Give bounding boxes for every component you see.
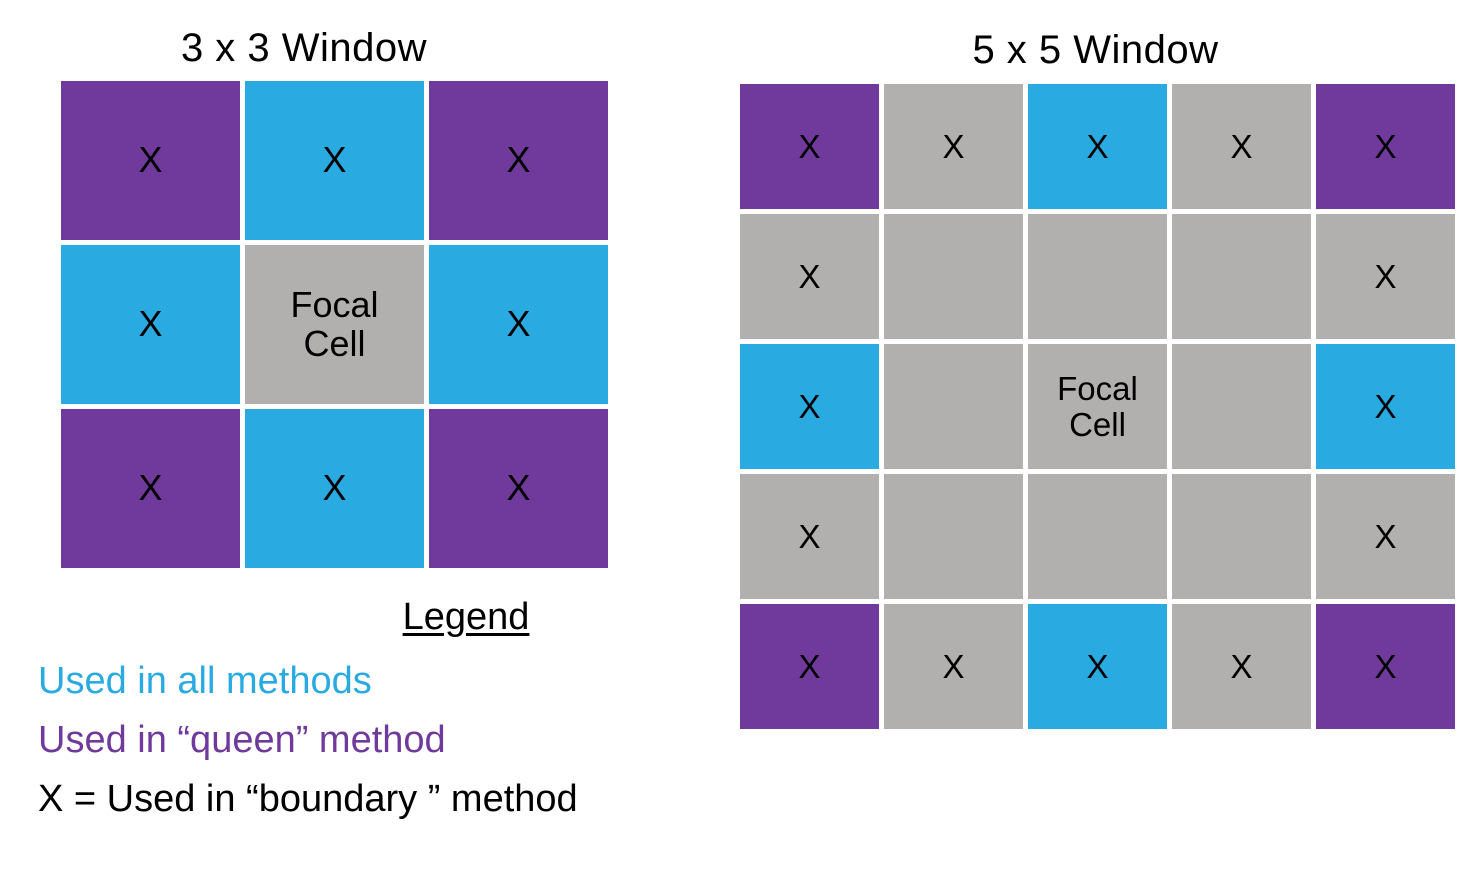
window-3x3-title: 3 x 3 Window xyxy=(180,26,428,70)
grid-cell: X xyxy=(740,214,879,339)
grid-cell: X xyxy=(1316,344,1455,469)
boundary-mark-x: X xyxy=(798,387,821,425)
boundary-mark-x: X xyxy=(798,647,821,685)
boundary-mark-x: X xyxy=(798,257,821,295)
grid-cell: X xyxy=(884,84,1023,209)
grid-cell: X xyxy=(740,84,879,209)
grid-cell: X xyxy=(740,604,879,729)
grid-cell: X xyxy=(429,245,608,404)
grid-cell: X xyxy=(429,409,608,568)
legend-title: Legend xyxy=(0,596,932,638)
grid-cell xyxy=(884,344,1023,469)
grid-cell: X xyxy=(1316,214,1455,339)
grid-cell: X xyxy=(245,81,424,240)
grid-cell: X xyxy=(429,81,608,240)
grid-cell: X xyxy=(1316,474,1455,599)
grid-cell: X xyxy=(1172,84,1311,209)
grid-cell xyxy=(1172,474,1311,599)
grid-cell: X xyxy=(884,604,1023,729)
boundary-mark-x: X xyxy=(506,303,531,345)
boundary-mark-x: X xyxy=(1230,647,1253,685)
grid-cell xyxy=(884,214,1023,339)
boundary-mark-x: X xyxy=(1374,647,1397,685)
boundary-mark-x: X xyxy=(1086,127,1109,165)
grid-cell: X xyxy=(61,409,240,568)
legend-title-text: Legend xyxy=(402,596,530,638)
legend-entry-queen-method: Used in “queen” method xyxy=(38,718,446,761)
grid-cell: X xyxy=(61,245,240,404)
boundary-mark-x: X xyxy=(138,139,163,181)
grid-cell xyxy=(1172,214,1311,339)
grid-cell: X xyxy=(1028,84,1167,209)
grid-cell: X xyxy=(1316,84,1455,209)
boundary-mark-x: X xyxy=(1086,647,1109,685)
grid-cell xyxy=(1028,474,1167,599)
boundary-mark-x: X xyxy=(1230,127,1253,165)
boundary-mark-x: X xyxy=(506,467,531,509)
grid-cell: X xyxy=(1172,604,1311,729)
boundary-mark-x: X xyxy=(1374,387,1397,425)
boundary-mark-x: X xyxy=(138,303,163,345)
boundary-mark-x: X xyxy=(322,139,347,181)
grid-cell: X xyxy=(740,344,879,469)
grid-cell xyxy=(1172,344,1311,469)
grid-cell: X xyxy=(1028,604,1167,729)
legend: Legend Used in all methods Used in “quee… xyxy=(0,597,740,829)
boundary-mark-x: X xyxy=(322,467,347,509)
legend-entry-all-methods: Used in all methods xyxy=(38,659,372,702)
grid-cell: X xyxy=(1316,604,1455,729)
boundary-mark-x: X xyxy=(942,647,965,685)
grid-cell: X xyxy=(245,409,424,568)
boundary-mark-x: X xyxy=(798,517,821,555)
grid-cell: X xyxy=(61,81,240,240)
grid-cell xyxy=(884,474,1023,599)
boundary-mark-x: X xyxy=(1374,517,1397,555)
boundary-mark-x: X xyxy=(506,139,531,181)
boundary-mark-x: X xyxy=(942,127,965,165)
legend-entry-boundary-method: X = Used in “boundary ” method xyxy=(38,777,578,820)
window-5x5-title: 5 x 5 Window xyxy=(972,28,1219,72)
grid-cell: X xyxy=(740,474,879,599)
boundary-mark-x: X xyxy=(1374,127,1397,165)
grid-cell xyxy=(1028,214,1167,339)
boundary-mark-x: X xyxy=(1374,257,1397,295)
boundary-mark-x: X xyxy=(138,467,163,509)
boundary-mark-x: X xyxy=(798,127,821,165)
